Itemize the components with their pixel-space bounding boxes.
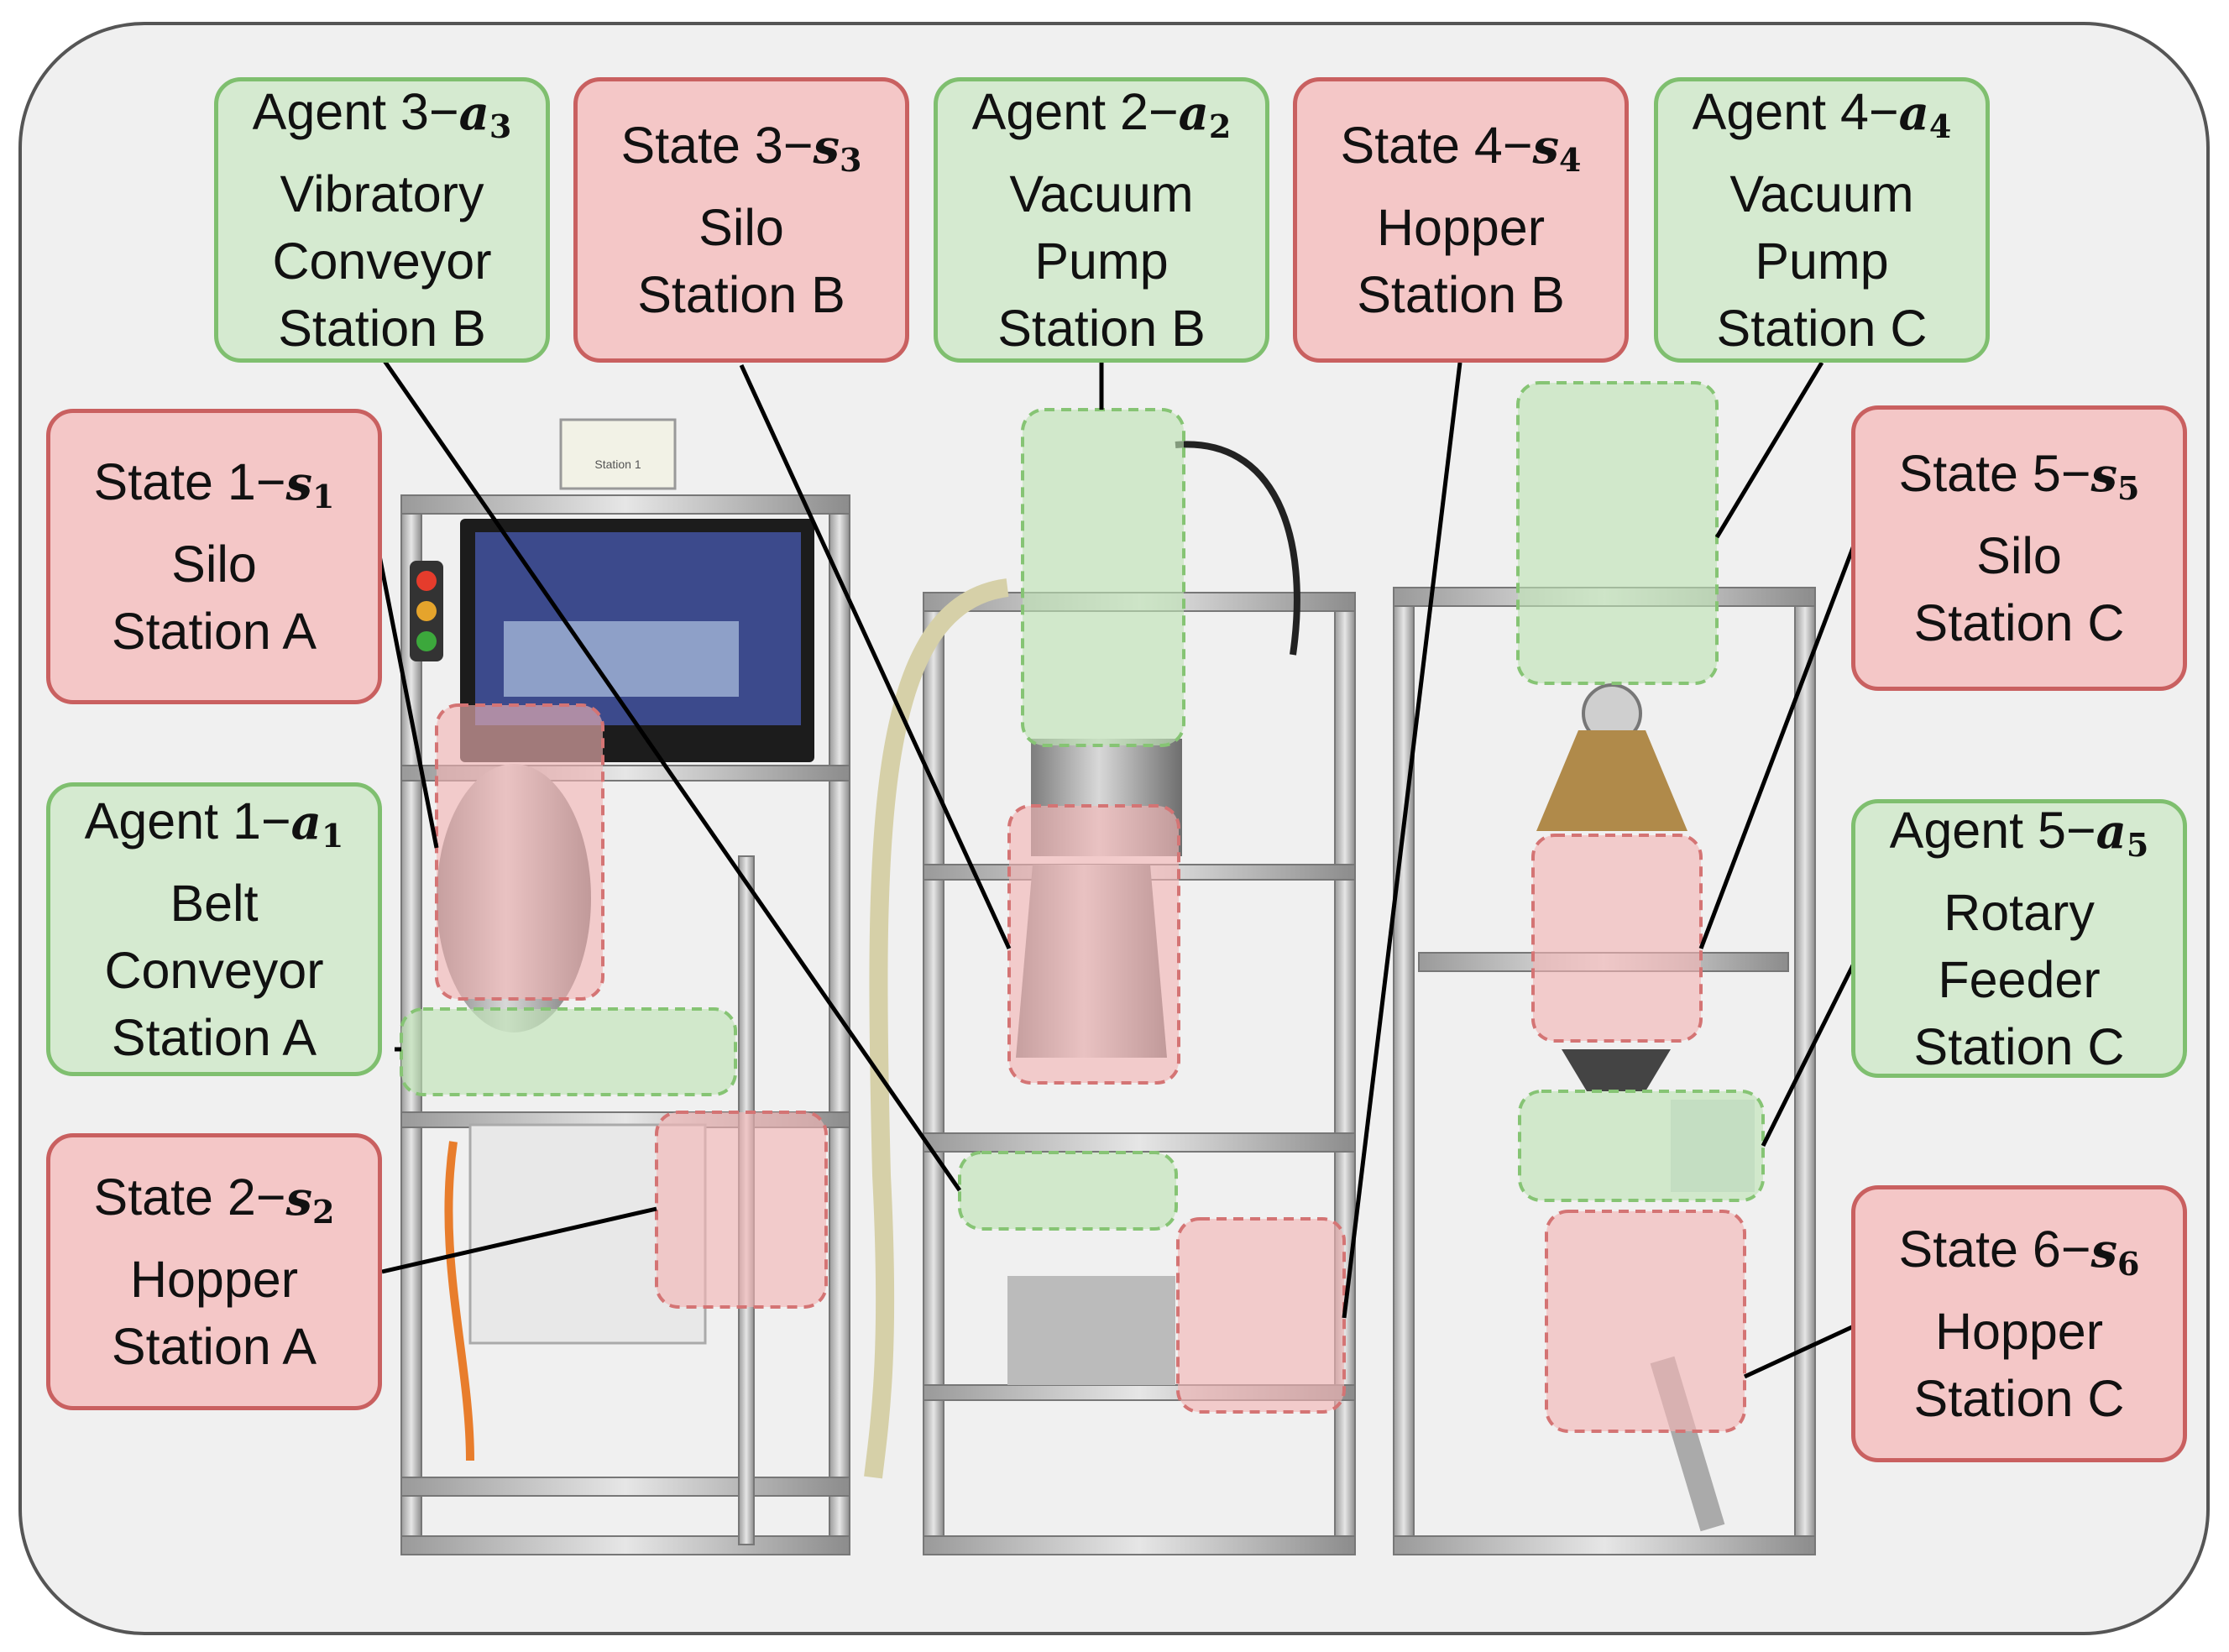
state-3-highlight: [1007, 804, 1180, 1085]
agent-2-highlight: [1021, 408, 1185, 747]
state-6-label: State 6−s6 Hopper Station C: [1851, 1185, 2187, 1462]
agent-1-label: Agent 1−a1 Belt Conveyor Station A: [46, 782, 382, 1076]
agent-3-highlight: [958, 1151, 1178, 1231]
agent-5-label: Agent 5−a5 Rotary Feeder Station C: [1851, 799, 2187, 1078]
agent-1-highlight: [400, 1007, 737, 1096]
agent-5-highlight: [1518, 1090, 1765, 1202]
state-5-highlight: [1531, 834, 1703, 1043]
state-6-highlight: [1545, 1210, 1746, 1433]
state-4-label: State 4−s4 Hopper Station B: [1293, 77, 1629, 363]
state-2-highlight: [655, 1111, 828, 1309]
vibratory-base: [1007, 1276, 1175, 1385]
agent-4-highlight: [1516, 381, 1719, 685]
state-4-highlight: [1176, 1217, 1346, 1414]
state-2-label: State 2−s2 Hopper Station A: [46, 1133, 382, 1410]
station-sign: [559, 418, 677, 490]
state-1-label: State 1−s1 Silo Station A: [46, 409, 382, 704]
state-1-highlight: [435, 703, 604, 1001]
agent-2-label: Agent 2−a2 Vacuum Pump Station B: [934, 77, 1269, 363]
agent-4-label: Agent 4−a4 Vacuum Pump Station C: [1654, 77, 1990, 363]
agent-highlights: [400, 381, 1765, 1231]
silo-c-cone: [1562, 1049, 1671, 1091]
station-sign-text: Station 1: [594, 457, 641, 471]
brass-cone: [1536, 730, 1687, 831]
state-5-label: State 5−s5 Silo Station C: [1851, 405, 2187, 691]
agent-3-label: Agent 3−a3 Vibratory Conveyor Station B: [214, 77, 550, 363]
state-3-label: State 3−s3 Silo Station B: [573, 77, 909, 363]
